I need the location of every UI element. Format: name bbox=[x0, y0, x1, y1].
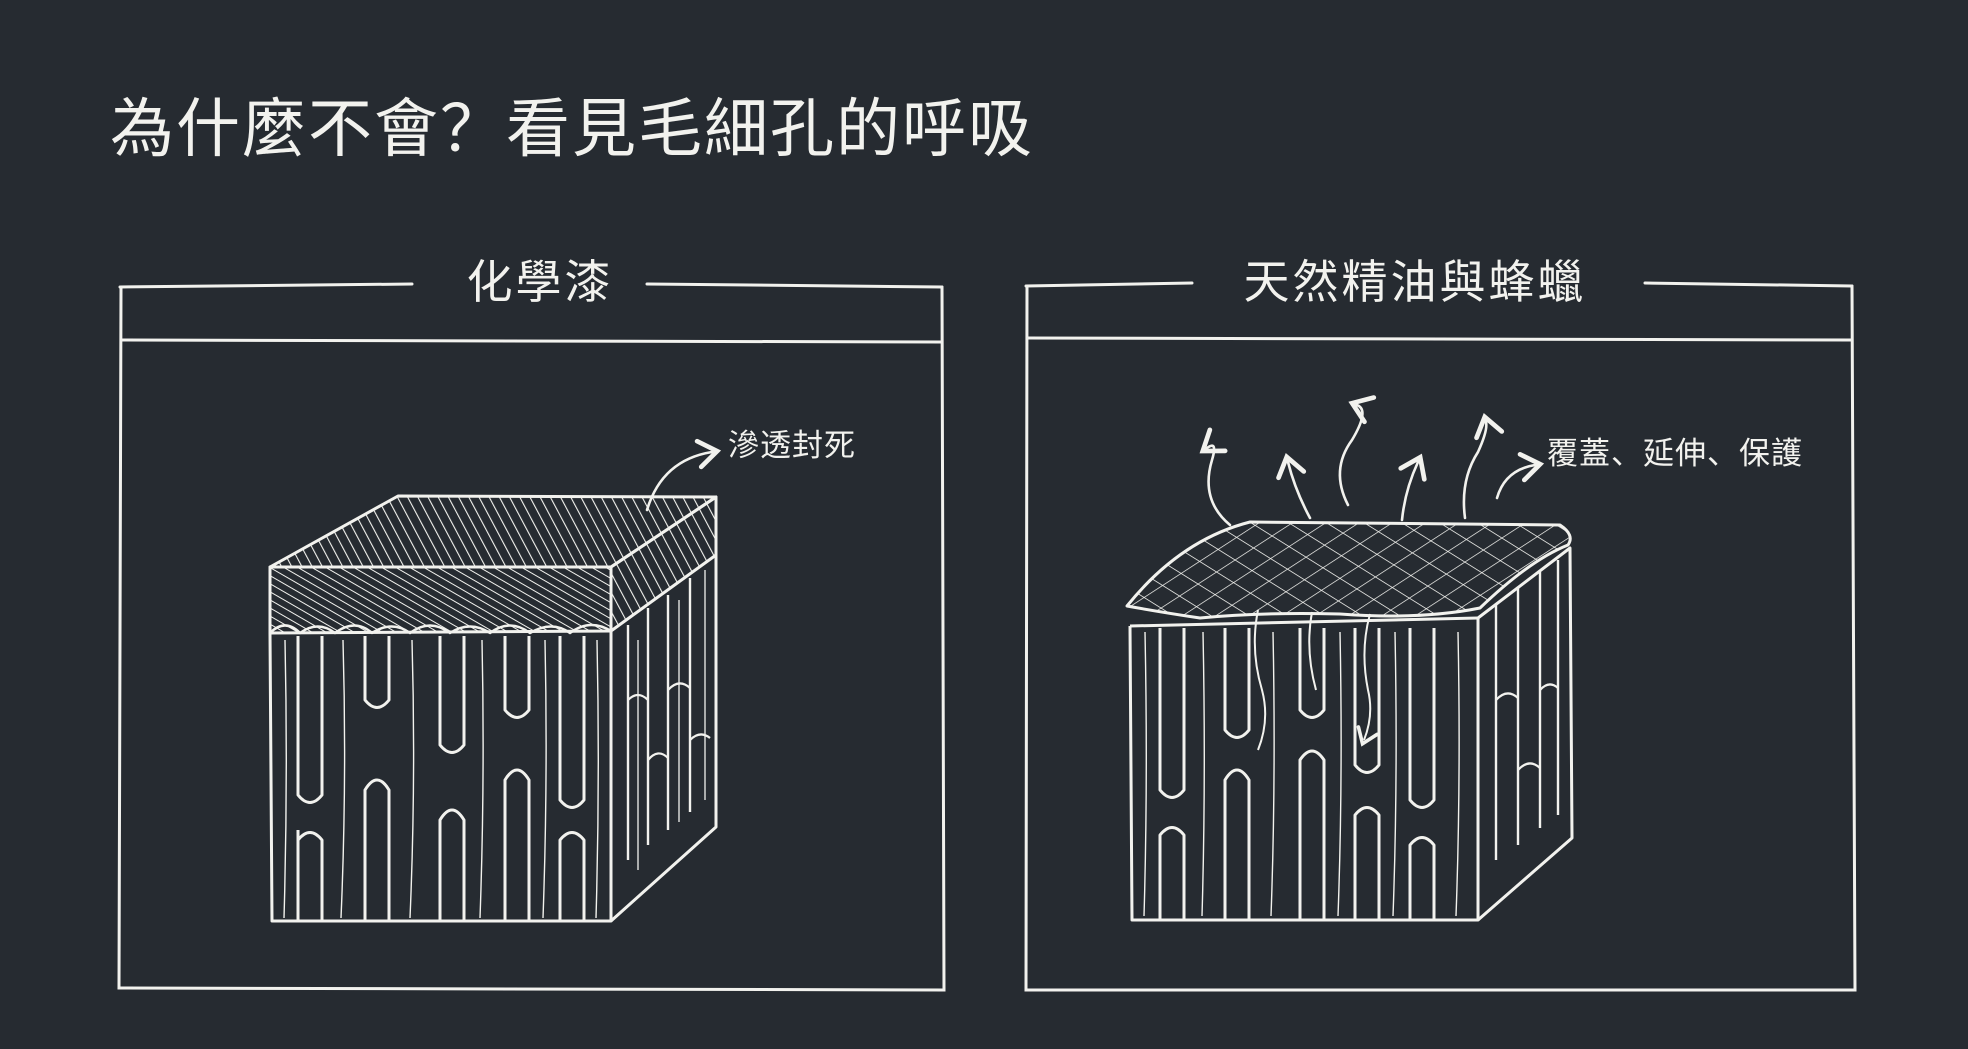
callout-arrow-right bbox=[1497, 465, 1535, 498]
sealed-wood-block bbox=[270, 496, 716, 921]
breathing-arrows bbox=[1207, 405, 1486, 525]
right-panel-frame bbox=[1026, 283, 1855, 990]
left-panel-frame bbox=[119, 284, 944, 990]
breathing-wood-block bbox=[1127, 522, 1572, 920]
